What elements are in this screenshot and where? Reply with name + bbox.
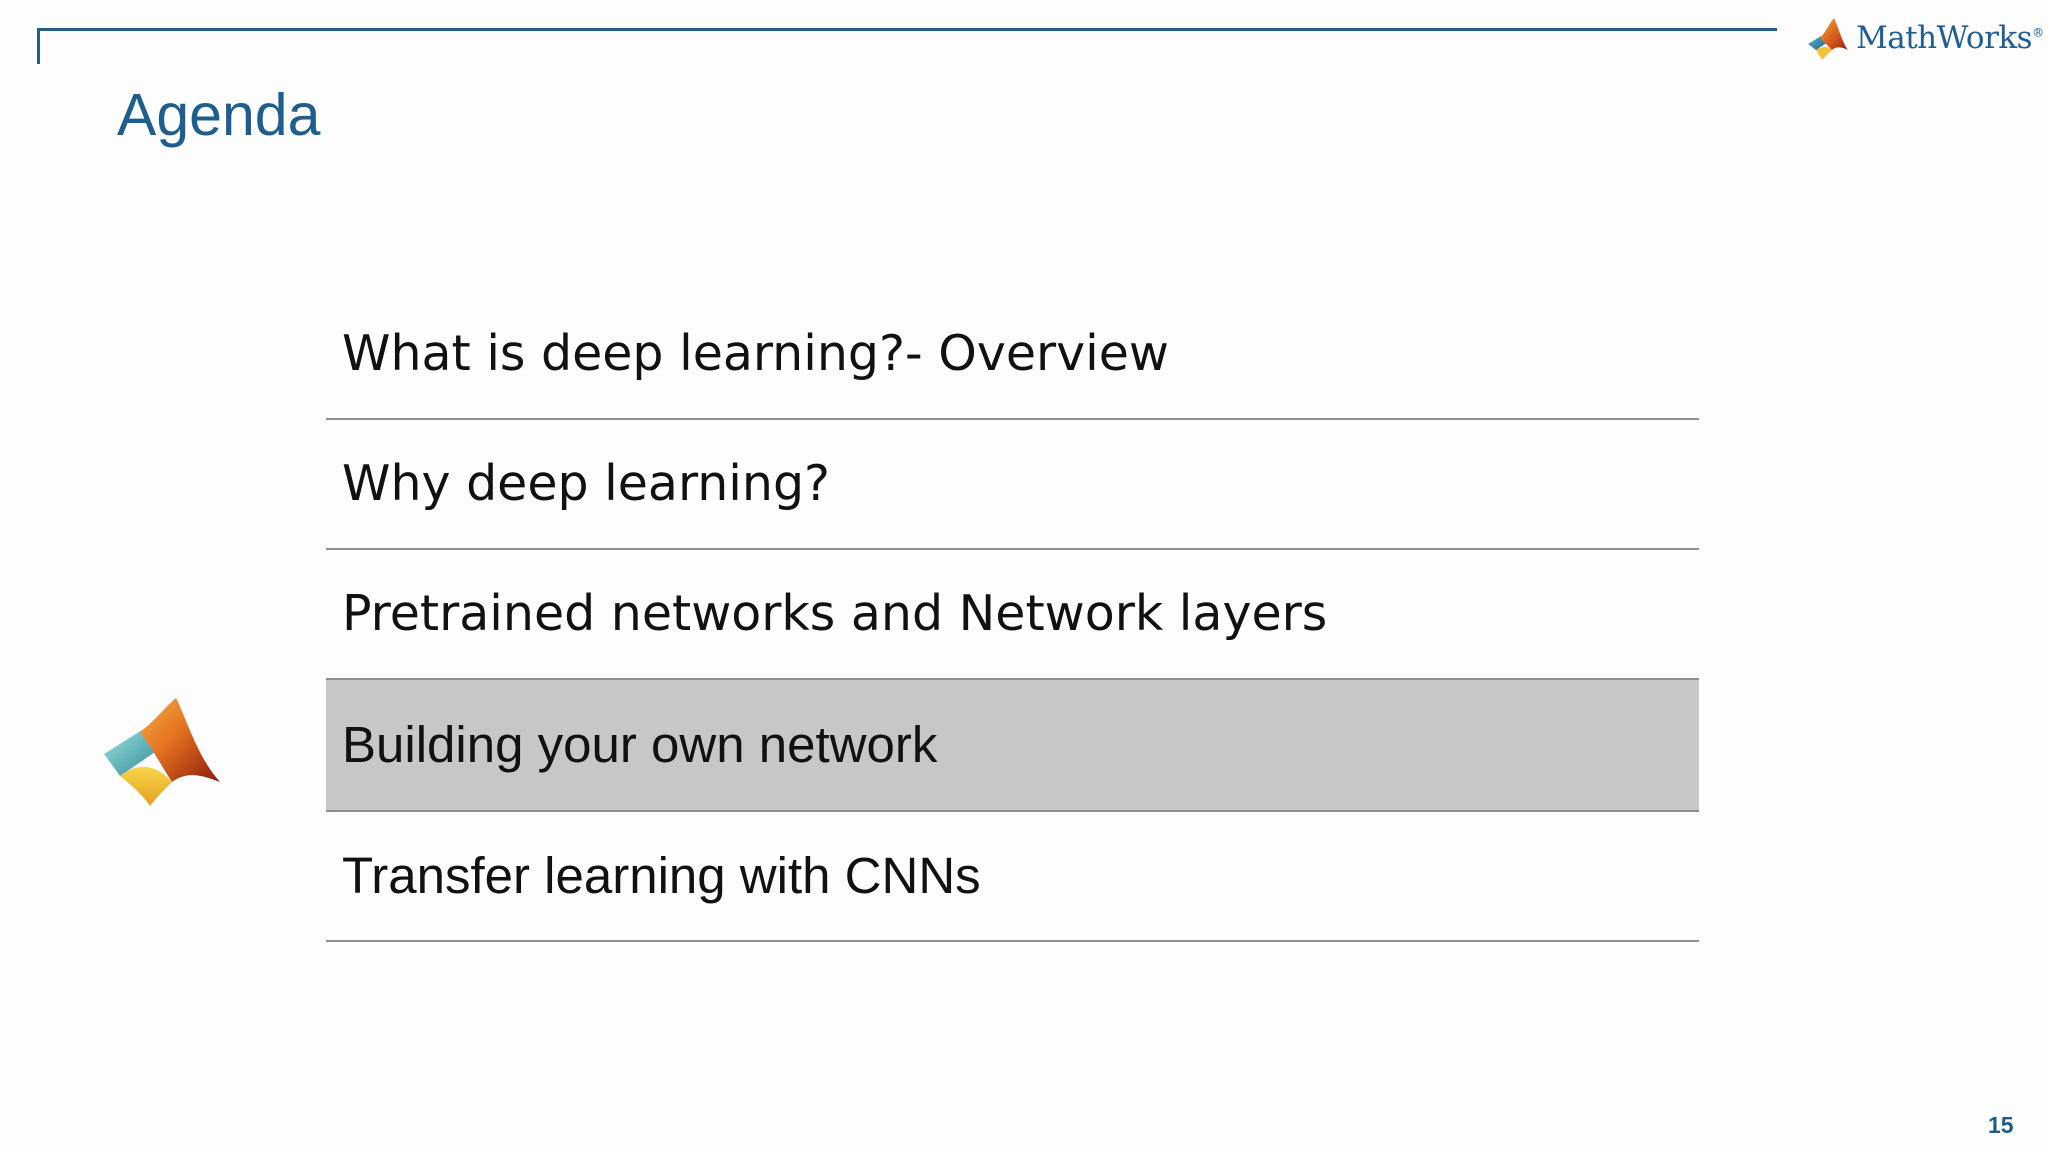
registered-mark: ® [2032,25,2044,40]
brand-logo: MathWorks® [1806,10,2044,66]
header-rule [37,28,1777,31]
agenda-item: Pretrained networks and Network layers [326,550,1699,680]
matlab-membrane-icon [104,698,220,806]
agenda-item: Transfer learning with CNNs [326,812,1699,942]
agenda-item-label: What is deep learning?- Overview [342,325,1169,383]
page-title: Agenda [117,82,321,148]
header-rule-tick [37,28,40,64]
agenda-item-label: Pretrained networks and Network layers [342,585,1328,643]
agenda-item-label: Why deep learning? [342,455,831,513]
agenda-item: Why deep learning? [326,420,1699,550]
brand-name: MathWorks [1856,20,2033,56]
agenda-item-label: Building your own network [342,715,938,773]
agenda-list: What is deep learning?- Overview Why dee… [326,290,1699,942]
agenda-item: What is deep learning?- Overview [326,290,1699,420]
agenda-item-current: Building your own network [326,678,1699,812]
agenda-item-label: Transfer learning with CNNs [342,846,981,904]
mathworks-membrane-icon [1808,18,1848,60]
page-number: 15 [1988,1112,2014,1138]
